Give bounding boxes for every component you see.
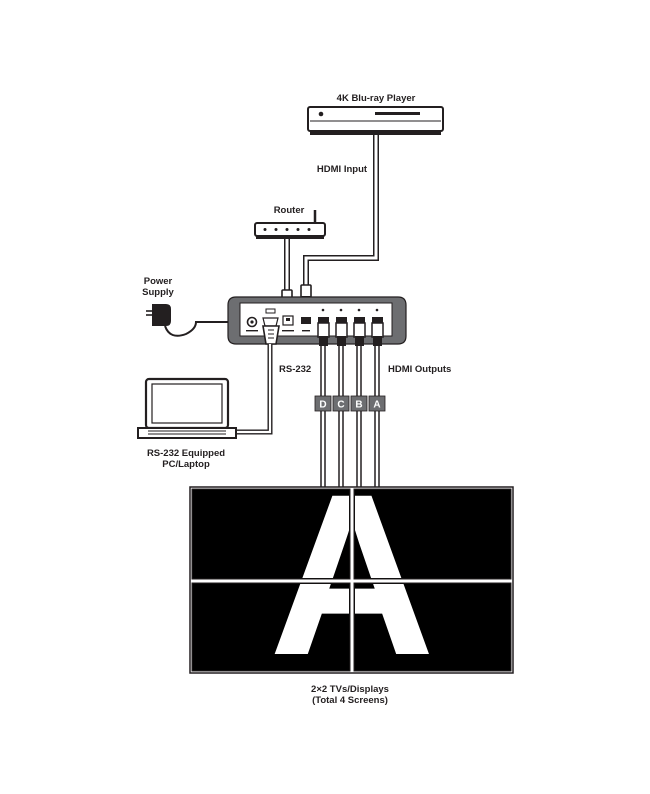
rs232-label: RS-232 — [279, 364, 311, 375]
hdmi-output-cable-d — [317, 322, 330, 490]
screen-top-left: A — [191, 446, 435, 703]
cable-tag-d-letter: D — [319, 400, 326, 411]
wall-letter-top-right: A — [269, 446, 435, 703]
screen-bottom-right: A — [269, 446, 512, 703]
screen-bottom-left: A — [191, 446, 435, 703]
lan-cable — [281, 239, 293, 305]
rs232-cable: RS-232 — [234, 325, 311, 435]
wall-letter-top-left: A — [269, 446, 435, 703]
router-label: Router — [274, 205, 305, 216]
hdmi-output-cable-b — [353, 322, 366, 490]
laptop-label-line1: RS-232 Equipped — [147, 448, 225, 459]
cable-tag-b-letter: B — [355, 400, 362, 411]
cable-tag-a-letter: A — [373, 400, 380, 411]
hdmi-input-cable: HDMI Input — [300, 135, 379, 301]
hdmi-output-cable-a — [371, 322, 384, 490]
hdmi-input-label: HDMI Input — [317, 164, 368, 175]
cable-tag-b: B — [350, 395, 368, 412]
hdmi-outputs-label: HDMI Outputs — [388, 364, 451, 375]
cable-tag-d: D — [314, 395, 332, 412]
laptop-label-line2: PC/Laptop — [162, 459, 210, 470]
screen-top-right: A — [269, 446, 512, 703]
wall-letter-bottom-right: A — [269, 446, 435, 703]
hdmi-output-cable-c — [335, 322, 348, 490]
hdmi-output-cables: HDMI Outputs D C B A — [314, 322, 451, 490]
video-wall: A A A A 2×2 TVs/Displays (Total 4 Screen… — [189, 446, 514, 706]
power-supply-label-line1: Power — [144, 276, 173, 287]
cable-tag-a: A — [368, 395, 386, 412]
video-wall-label-line1: 2×2 TVs/Displays — [311, 684, 389, 695]
laptop: RS-232 Equipped PC/Laptop — [137, 377, 237, 470]
wall-letter-bottom-left: A — [269, 446, 435, 703]
power-supply-label-line2: Supply — [142, 287, 174, 298]
cable-tag-c-letter: C — [337, 400, 344, 411]
power-supply: Power Supply — [142, 276, 238, 337]
player-label: 4K Blu-ray Player — [337, 93, 416, 104]
blu-ray-player: 4K Blu-ray Player — [307, 93, 444, 135]
video-wall-label-line2: (Total 4 Screens) — [312, 695, 388, 706]
cable-tag-c: C — [332, 395, 350, 412]
router: Router — [254, 205, 326, 239]
